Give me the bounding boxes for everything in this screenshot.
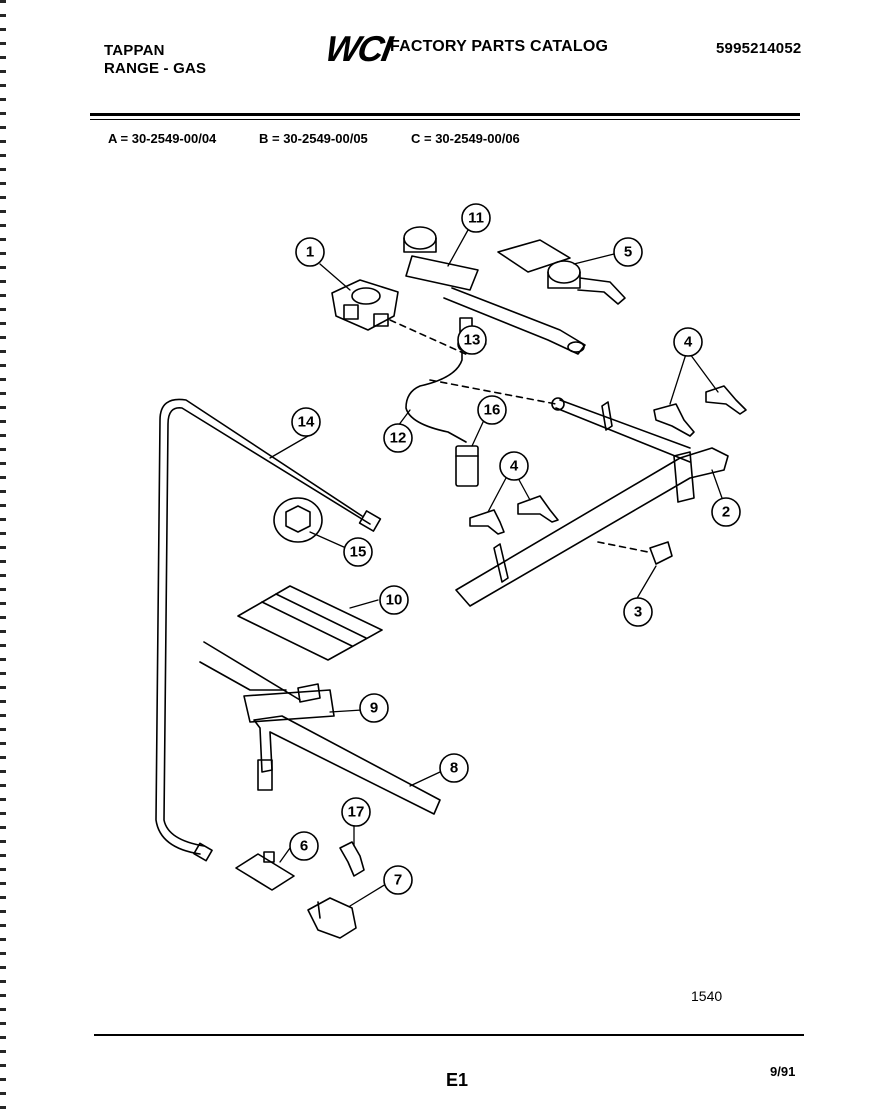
callout-8: 13 [464,332,481,349]
callout-3: 3 [634,604,642,621]
header-rule-thin [90,119,800,120]
scan-edge-artifact [0,0,6,1120]
callout-11: 7 [394,872,402,889]
callout-15: 15 [350,544,367,561]
footer-rule [94,1034,804,1036]
callout-7: 12 [390,430,407,447]
callout-6: 11 [468,210,484,227]
revision-date: 9/91 [770,1064,796,1079]
callout-5: 5 [624,244,632,261]
callout-13: 9 [370,700,378,717]
model-b: B = 30-2549-00/05 [259,131,368,146]
oven-burner-part [199,641,335,723]
product-type: RANGE - GAS [104,60,207,77]
valve-part-4-lower [469,495,559,535]
valve-part-4-upper [653,385,747,437]
brand-block: TAPPAN RANGE - GAS [104,42,206,78]
spring-clip-part [339,841,365,877]
burner-part-6 [403,226,586,355]
callout-9: 14 [298,414,315,431]
nut-part [273,497,323,543]
burner-part-5 [497,239,626,305]
header-rule [90,113,800,116]
catalog-title: FACTORY PARTS CATALOG [390,38,609,55]
callout-10: 6 [300,838,308,855]
callout-14: 10 [386,592,403,609]
callout-16: 16 [484,402,501,419]
model-a: A = 30-2549-00/04 [108,131,217,146]
figure-number: 1540 [691,988,723,1004]
callout-1: 1 [306,244,314,261]
gas-tube-part [155,398,382,862]
igniter-part [235,851,295,891]
callout-4-upper: 4 [684,334,693,351]
page-label: E1 [446,1070,469,1090]
switch-part [455,445,479,487]
manifold-part [429,379,729,607]
model-c: C = 30-2549-00/06 [411,131,520,146]
callout-4-lower: 4 [510,458,519,475]
callout-17: 17 [348,804,365,821]
leader-lines [269,229,723,907]
callout-12: 8 [450,760,458,777]
broiler-shield-part [237,585,383,661]
clip-part [597,541,673,565]
catalog-part-number: 5995214052 [716,40,802,57]
callout-2: 2 [722,504,730,521]
valve-part [331,279,471,357]
bracket-part [253,715,441,815]
brand-name: TAPPAN [104,42,165,59]
clamp-part [307,897,357,939]
